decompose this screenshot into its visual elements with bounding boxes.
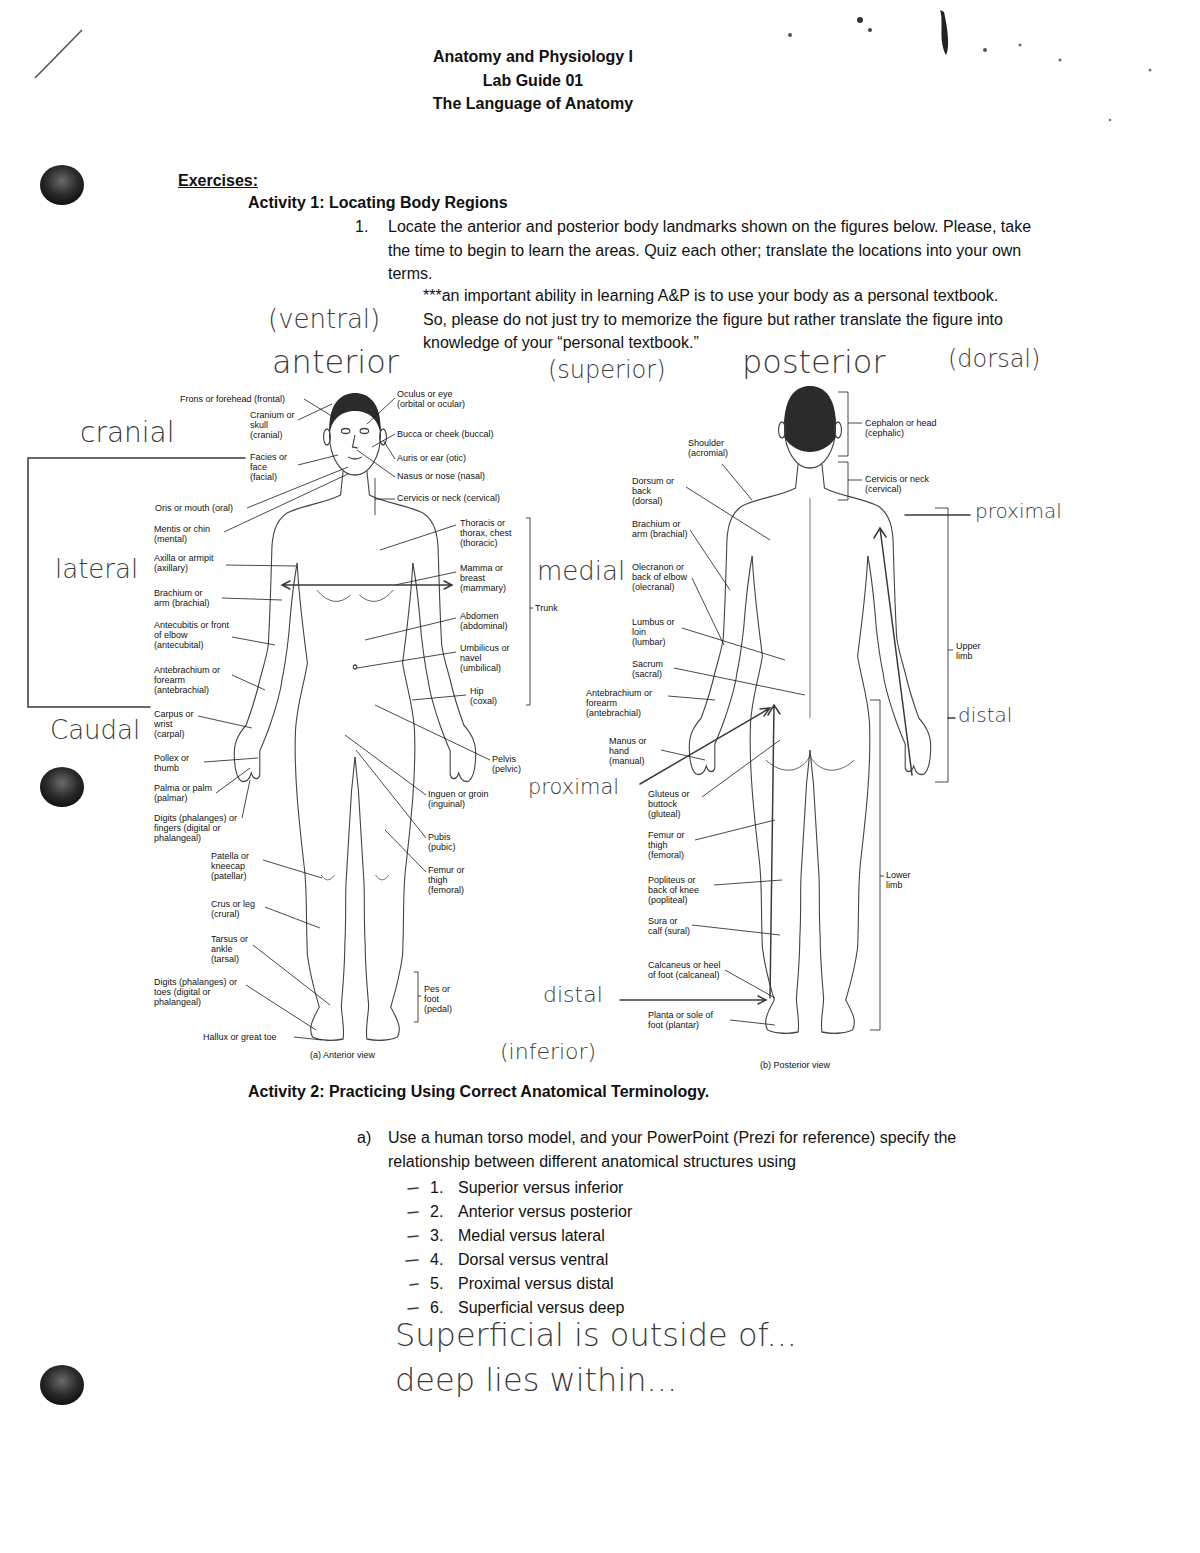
- region-label: Antebrachium or forearm (antebrachial): [586, 688, 666, 718]
- region-label: Mamma or breast (mammary): [460, 563, 516, 593]
- region-label: Oculus or eye (orbital or ocular): [397, 389, 479, 409]
- region-label: Antebrachium or forearm (antebrachial): [154, 665, 230, 695]
- region-label: Hip (coxal): [470, 686, 504, 706]
- instruction-text: ***an important ability in learning A&P …: [423, 284, 1018, 355]
- region-label: Planta or sole of foot (plantar): [648, 1010, 728, 1030]
- list-item: 1.: [355, 215, 368, 239]
- instruction-text: Locate the anterior and posterior body l…: [388, 215, 1033, 286]
- region-label: Calcaneus or heel of foot (calcaneal): [648, 960, 724, 980]
- handwritten-note: proximal: [975, 500, 1062, 522]
- region-label: Mentis or chin (mental): [154, 524, 220, 544]
- region-label: Pelvis (pelvic): [492, 754, 528, 774]
- region-label: Nasus or nose (nasal): [397, 471, 485, 481]
- handwritten-note: (inferior): [500, 1040, 596, 1064]
- region-label: Axilla or armpit (axillary): [154, 553, 224, 573]
- region-label: Oris or mouth (oral): [155, 503, 233, 513]
- list-item: Superior versus inferior: [458, 1176, 623, 1200]
- region-label: Shoulder (acromial): [688, 438, 744, 458]
- region-label: Abdomen (abdominal): [460, 611, 520, 631]
- region-label: Trunk: [535, 603, 558, 613]
- region-label: Dorsum or back (dorsal): [632, 476, 684, 506]
- region-label: Thoracis or thorax, chest (thoracic): [460, 518, 524, 548]
- handwritten-note: (superior): [548, 357, 666, 383]
- region-label: Olecranon or back of elbow (olecranal): [632, 562, 690, 592]
- handwritten-note: (dorsal): [948, 346, 1040, 372]
- region-label: Femur or thigh (femoral): [648, 830, 694, 860]
- list-item: 2.: [430, 1200, 443, 1224]
- region-label: Facies or face (facial): [250, 452, 296, 482]
- list-item: Superficial versus deep: [458, 1296, 624, 1320]
- list-item: 1.: [430, 1176, 443, 1200]
- handwritten-note: medial: [537, 557, 625, 586]
- region-label: Sura or calf (sural): [648, 916, 692, 936]
- document-title-line: Lab Guide 01: [333, 69, 733, 92]
- list-item: 4.: [430, 1248, 443, 1272]
- list-item: Anterior versus posterior: [458, 1200, 632, 1224]
- region-label: Antecubitis or front of elbow (antecubit…: [154, 620, 230, 650]
- handwritten-note: Superficial is outside of...: [395, 1318, 797, 1353]
- list-item: 5.: [430, 1272, 443, 1296]
- handwritten-note: Caudal: [50, 716, 140, 745]
- handwritten-note: distal: [958, 704, 1012, 726]
- region-label: Popliteus or back of knee (popliteal): [648, 875, 712, 905]
- region-label: Frons or forehead (frontal): [180, 394, 285, 404]
- region-label: Patella or kneecap (patellar): [211, 851, 261, 881]
- region-label: Umbilicus or navel (umbilical): [460, 643, 516, 673]
- section-heading: Activity 2: Practicing Using Correct Ana…: [248, 1080, 709, 1103]
- region-label: Lower limb: [886, 870, 924, 890]
- region-label: Auris or ear (otic): [397, 453, 466, 463]
- region-label: Cervicis or neck (cervical): [397, 493, 500, 503]
- punch-holes: [40, 165, 84, 1405]
- region-label: Brachium or arm (brachial): [154, 588, 218, 608]
- list-item: a): [357, 1126, 371, 1150]
- anterior-body-figure: [234, 393, 475, 1040]
- document-title: Anatomy and Physiology I: [333, 45, 733, 68]
- handwritten-note: anterior: [272, 345, 399, 380]
- region-label: Hallux or great toe: [203, 1032, 277, 1042]
- scan-marks: [35, 10, 1152, 121]
- leader-lines: [198, 392, 953, 1040]
- handwritten-note: distal: [543, 983, 603, 1007]
- region-label: Lumbus or loin (lumbar): [632, 617, 680, 647]
- region-label: Cervicis or neck (cervical): [865, 474, 943, 494]
- handwritten-note: (ventral): [268, 305, 380, 334]
- section-heading: Exercises:: [178, 169, 258, 192]
- region-label: Manus or hand (manual): [609, 736, 659, 766]
- region-label: Pes or foot (pedal): [424, 984, 466, 1014]
- region-label: Digits (phalanges) or fingers (digital o…: [154, 813, 238, 843]
- section-heading: Activity 1: Locating Body Regions: [248, 191, 508, 214]
- region-label: Gluteus or buttock (gluteal): [648, 789, 700, 819]
- region-label: Crus or leg (crural): [211, 899, 263, 919]
- region-label: Inguen or groin (inguinal): [428, 789, 518, 809]
- handwritten-note: posterior: [742, 345, 886, 380]
- region-label: Tarsus or ankle (tarsal): [211, 934, 251, 964]
- region-label: Upper limb: [956, 641, 994, 661]
- region-label: Sacrum (sacral): [632, 659, 672, 679]
- handwritten-note: lateral: [55, 555, 138, 584]
- region-label: Cephalon or head (cephalic): [865, 418, 943, 438]
- region-label: Carpus or wrist (carpal): [154, 709, 194, 739]
- region-label: (b) Posterior view: [760, 1060, 830, 1070]
- list-item: Proximal versus distal: [458, 1272, 614, 1296]
- region-label: Brachium or arm (brachial): [632, 519, 688, 539]
- region-label: Femur or thigh (femoral): [428, 865, 474, 895]
- region-label: Pubis (pubic): [428, 832, 468, 852]
- region-label: Cranium or skull (cranial): [250, 410, 296, 440]
- list-item: 6.: [430, 1296, 443, 1320]
- region-label: Bucca or cheek (buccal): [397, 429, 494, 439]
- list-item: Dorsal versus ventral: [458, 1248, 608, 1272]
- handwritten-marks: [28, 458, 970, 1309]
- handwritten-note: deep lies within...: [395, 1363, 677, 1398]
- instruction-text: Use a human torso model, and your PowerP…: [388, 1126, 988, 1173]
- document-title-line: The Language of Anatomy: [333, 92, 733, 115]
- region-label: Palma or palm (palmar): [154, 783, 214, 803]
- region-label: (a) Anterior view: [310, 1050, 375, 1060]
- handwritten-note: cranial: [80, 418, 175, 449]
- list-item: Medial versus lateral: [458, 1224, 605, 1248]
- handwritten-note: proximal: [528, 776, 619, 799]
- region-label: Pollex or thumb: [154, 753, 200, 773]
- list-item: 3.: [430, 1224, 443, 1248]
- region-label: Digits (phalanges) or toes (digital or p…: [154, 977, 244, 1007]
